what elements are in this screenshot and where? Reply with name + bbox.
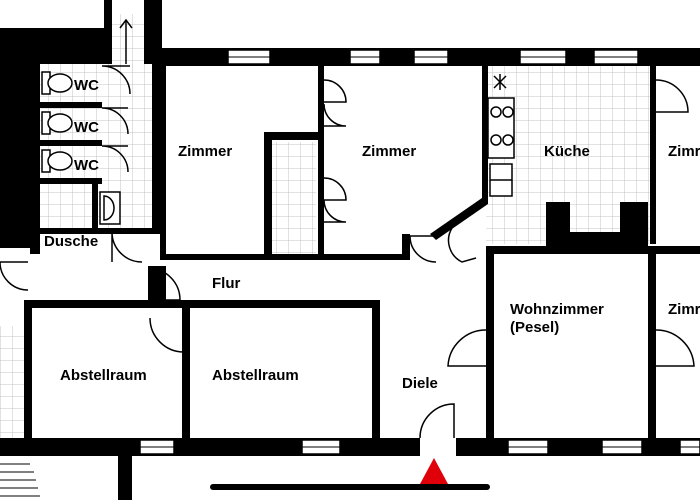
door-kitchen [447, 227, 477, 263]
wall-bottom-left [0, 438, 420, 456]
room-labels: WC WC WC Dusche Zimmer Zimmer Küche Zimr… [44, 77, 700, 392]
room-label-wc2: WC [74, 119, 99, 136]
wall-zimmer-divider [318, 64, 324, 260]
stove-icon [487, 97, 515, 159]
windows [139, 49, 700, 455]
door-wohn [447, 329, 487, 367]
wall-bath-bottom [40, 228, 160, 234]
corridor-tiles [272, 142, 316, 254]
room-label-zimmer2: Zimmer [362, 143, 416, 160]
wall-wc-div2 [40, 140, 102, 146]
room-label-abstellraum2: Abstellraum [212, 367, 299, 384]
wall-corridor-top [264, 132, 322, 140]
wall-lower-pillar [118, 456, 132, 500]
window-top-4 [519, 49, 567, 65]
toilet-icon [41, 111, 73, 135]
door-wc1 [101, 65, 131, 95]
door-zimmer2-a [323, 79, 347, 103]
wall-stair-right [144, 0, 162, 64]
window-bottom-1 [139, 439, 175, 455]
wall-abstell-divider [182, 300, 190, 442]
room-label-diele: Diele [402, 375, 438, 392]
wall-kitchen-left [482, 64, 488, 204]
wall-wc-div1 [40, 102, 102, 108]
room-label-zimmer-right-mid: Zimr [668, 301, 700, 318]
wall-shower-top [92, 184, 98, 230]
wall-wohn-top [486, 246, 700, 254]
doors [0, 65, 695, 439]
wall-zimmer1-bottom [160, 254, 410, 260]
window-bottom-4 [601, 439, 643, 455]
fixtures [41, 18, 515, 225]
room-label-zimmer1: Zimmer [178, 143, 232, 160]
toilet-icon [41, 71, 73, 95]
wall-abstell-left [24, 300, 32, 442]
wall-top-left [0, 28, 110, 64]
front-path [210, 484, 490, 490]
wall-left-block [0, 64, 30, 248]
door-kitchen-right [655, 79, 689, 113]
outdoor-steps [0, 463, 40, 497]
fan-icon [493, 74, 507, 90]
toilet-icon [41, 149, 73, 173]
wall-wohn-left [486, 246, 494, 442]
window-bottom-2 [301, 439, 341, 455]
door-flur [147, 267, 181, 301]
entrance-marker-icon [420, 458, 448, 484]
door-wc2 [101, 107, 129, 135]
room-label-abstellraum1: Abstellraum [60, 367, 147, 384]
room-label-wohnzimmer-line1: Wohnzimmer [510, 301, 604, 318]
room-label-zimmer-right-top: Zimr [668, 143, 700, 160]
room-label-wohnzimmer-line2: (Pesel) [510, 319, 559, 336]
sink-icon [489, 163, 513, 197]
wall-zimmer2-right-stub [402, 234, 410, 260]
room-label-wc1: WC [74, 77, 99, 94]
wall-kitchen-right [650, 64, 656, 244]
wall-abstell-right [372, 300, 380, 442]
room-label-dusche: Dusche [44, 233, 98, 250]
wall-stair-left [104, 0, 112, 64]
door-bath [111, 231, 143, 263]
wall-abstell-top [24, 300, 380, 308]
wall-flur-stub [148, 266, 166, 300]
door-zimmer2-d [323, 199, 347, 223]
wall-bath-left [30, 64, 40, 254]
room-label-flur: Flur [212, 275, 240, 292]
door-entrance [419, 403, 455, 439]
wall-corridor-left [264, 132, 272, 260]
window-top-5 [593, 49, 639, 65]
wall-bath-right [152, 64, 162, 232]
door-zimmer2-c [323, 177, 347, 201]
door-wc3 [101, 145, 129, 173]
door-abstell [149, 317, 185, 353]
window-top-2 [349, 49, 381, 65]
window-bottom-3 [507, 439, 549, 455]
room-label-kueche: Küche [544, 143, 590, 160]
window-top-3 [413, 49, 449, 65]
door-zimmer2-flur [409, 235, 437, 263]
shower-icon [99, 191, 121, 225]
door-wohn-right [655, 329, 695, 367]
stair-arrow-icon [119, 18, 133, 64]
lower-left-tiles [0, 326, 24, 442]
door-zimmer2-b [323, 103, 347, 127]
wall-bottom-right [456, 438, 700, 456]
wall-zimmer1-left [160, 64, 166, 260]
window-top-1 [227, 49, 271, 65]
wall-kitchen-diagonal [430, 198, 488, 240]
wall-wohn-right [648, 246, 656, 442]
door-left-entry [0, 261, 29, 291]
window-bottom-5 [679, 439, 700, 455]
room-label-wc3: WC [74, 157, 99, 174]
wall-wc-div3 [40, 178, 102, 184]
tiled-floors [0, 14, 650, 442]
